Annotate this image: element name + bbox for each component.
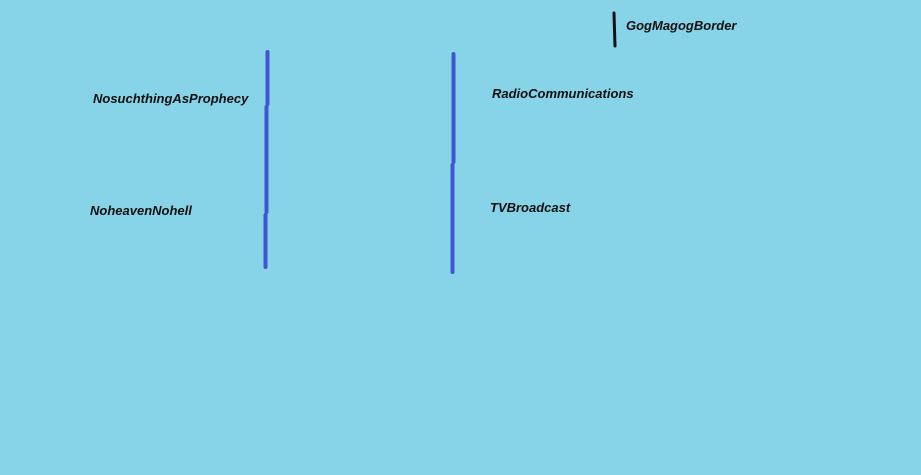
- label-no-such-thing-as-prophecy: NosuchthingAsProphecy: [93, 91, 249, 106]
- label-gog-magog-border: GogMagogBorder: [626, 18, 737, 33]
- black-stroke: [612, 11, 617, 48]
- label-radio-communications: RadioCommunications: [492, 86, 634, 101]
- label-no-heaven-no-hell: NoheavenNohell: [90, 203, 192, 218]
- label-tv-broadcast: TVBroadcast: [490, 200, 571, 215]
